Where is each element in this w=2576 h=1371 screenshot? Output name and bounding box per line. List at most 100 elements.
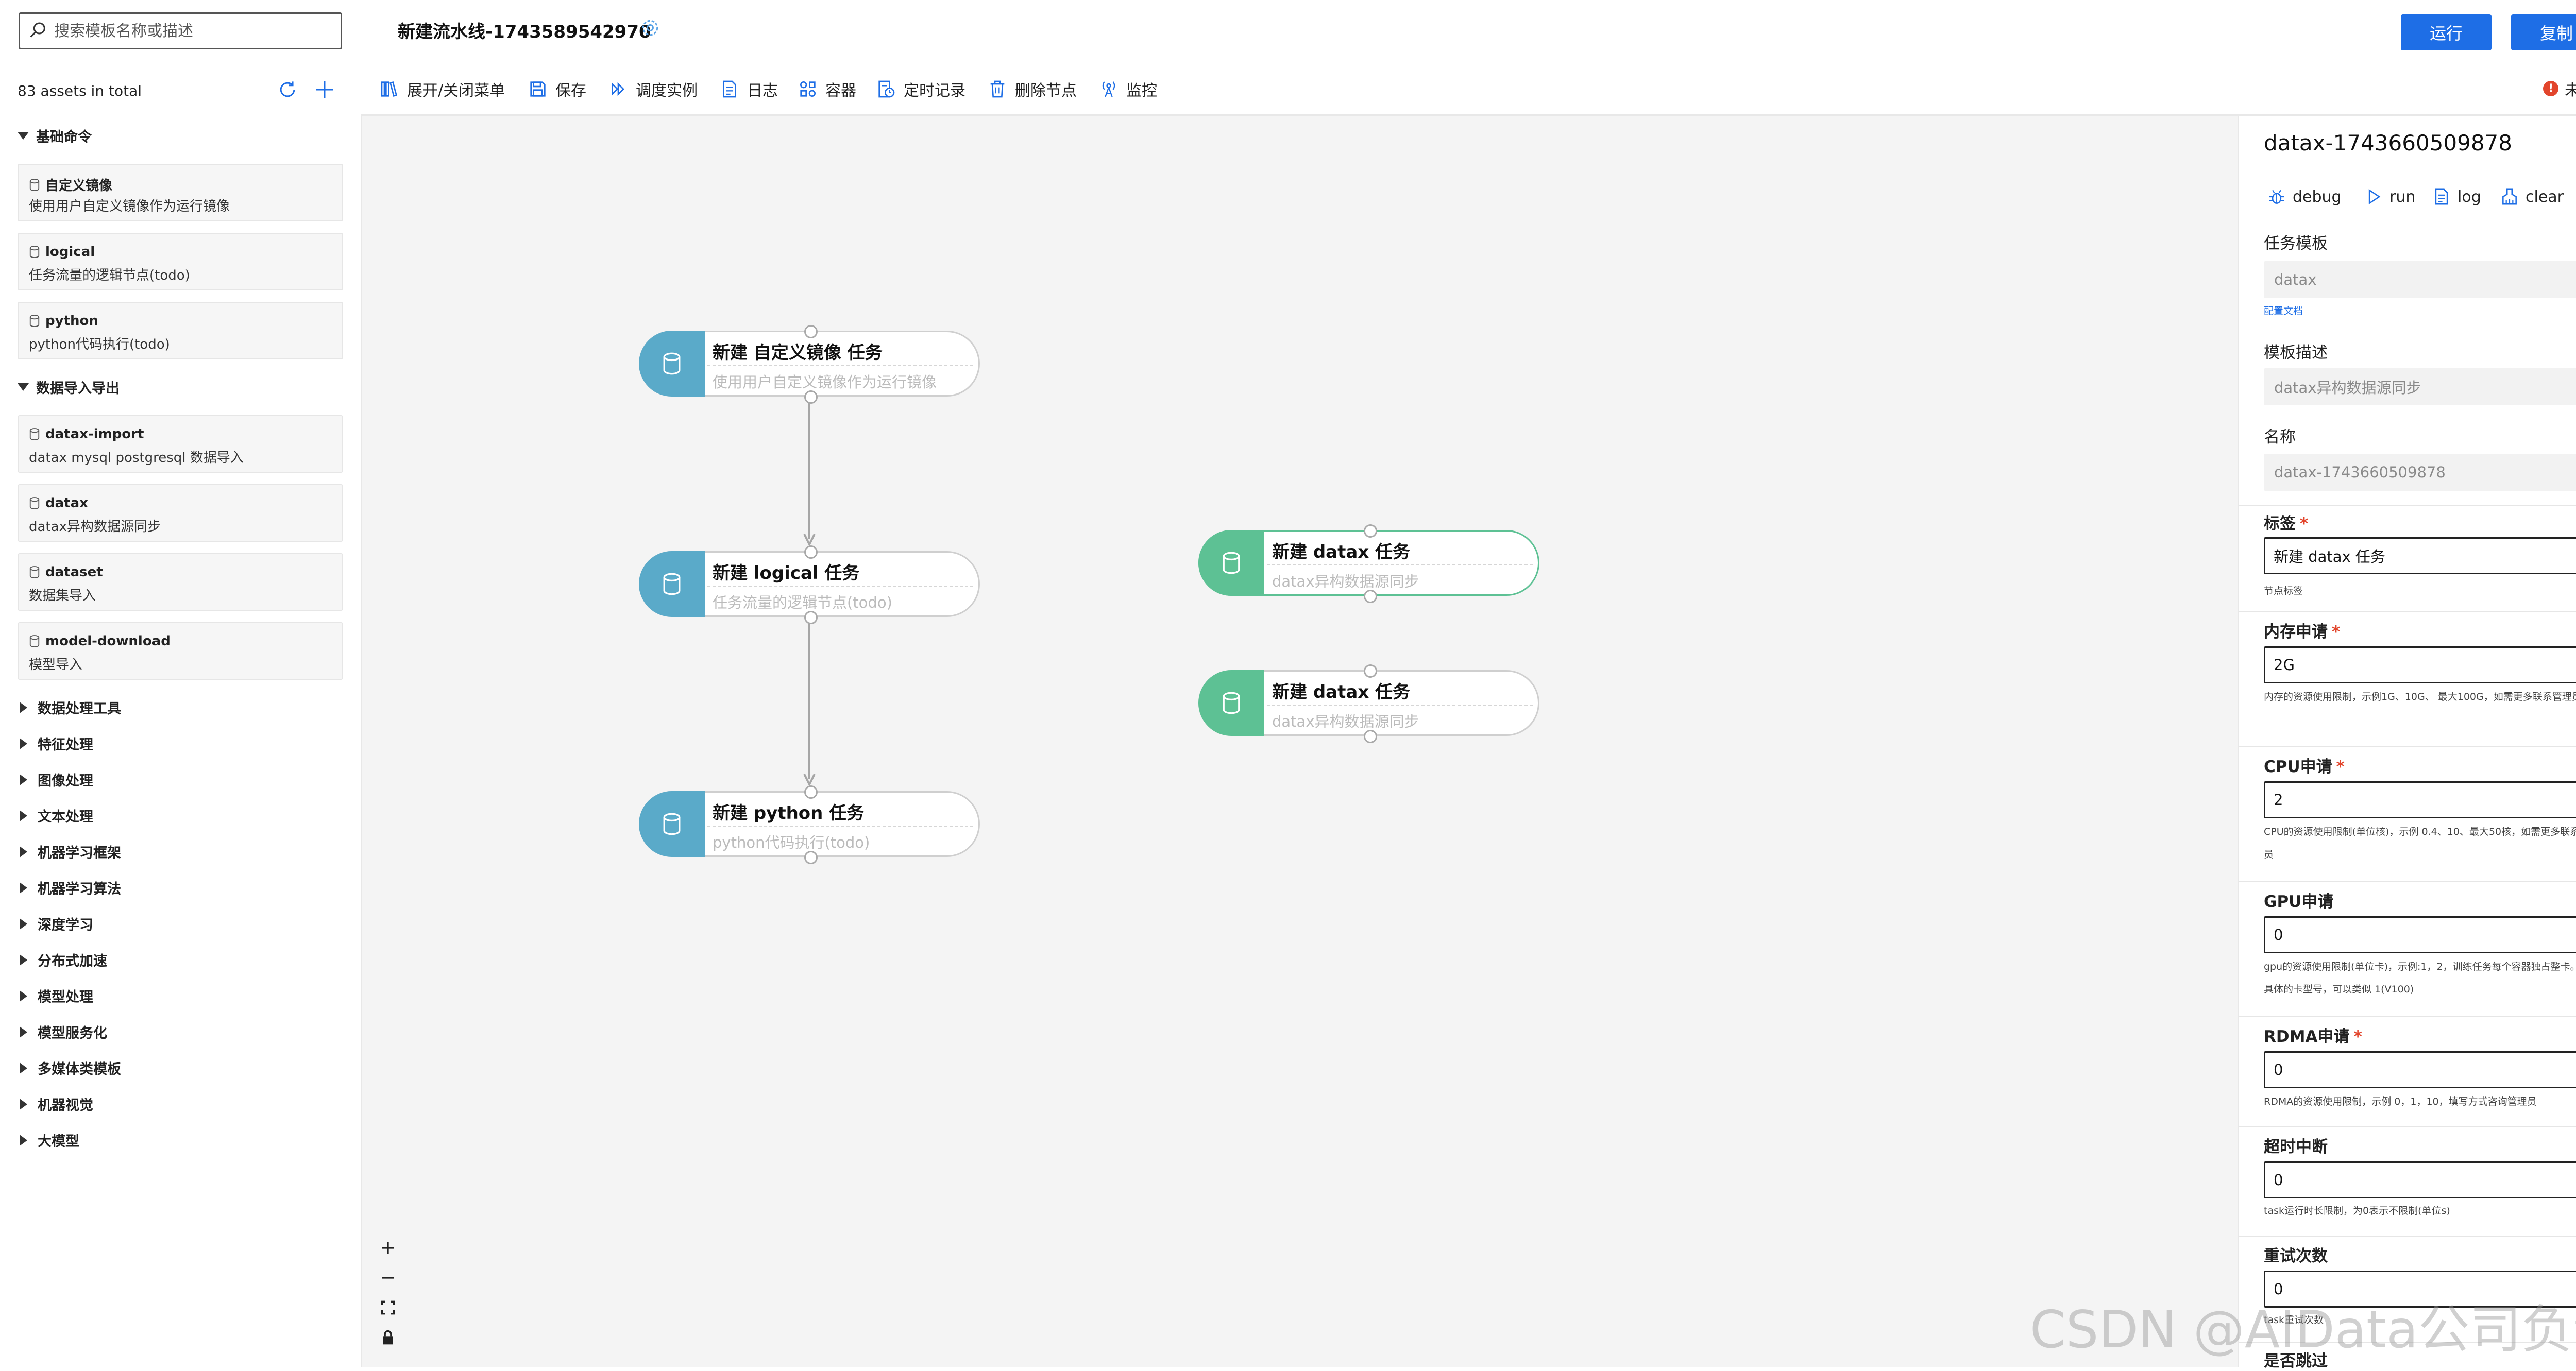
run-button[interactable]: 运行 <box>2401 14 2492 50</box>
tag-input[interactable] <box>2264 537 2576 574</box>
node-divider <box>707 826 973 827</box>
group-header-collapsed[interactable]: 深度学习 <box>18 914 93 934</box>
monitor-button[interactable]: 监控 <box>1098 77 1157 101</box>
label-text: RDMA申请 <box>2264 1027 2350 1046</box>
group-header-data-io[interactable]: 数据导入导出 <box>18 377 120 397</box>
template-card-dataset[interactable]: dataset 数据集导入 <box>18 553 343 611</box>
input-port[interactable] <box>1364 664 1377 678</box>
output-port[interactable] <box>804 611 818 624</box>
gpu-input[interactable] <box>2264 916 2576 953</box>
tool-label: 删除节点 <box>1015 82 1077 100</box>
node-desc: 使用用户自定义镜像作为运行镜像 <box>713 373 937 391</box>
copy-button[interactable]: 复制 <box>2511 14 2576 50</box>
watermark: CSDN @AIData公司负责人 <box>2030 1299 2576 1360</box>
template-card-custom-image[interactable]: 自定义镜像 使用用户自定义镜像作为运行镜像 <box>18 164 343 221</box>
output-port[interactable] <box>1364 730 1377 743</box>
group-header-collapsed[interactable]: 模型服务化 <box>18 1022 107 1042</box>
caret-right-icon <box>20 1062 27 1074</box>
clear-icon <box>2502 188 2517 205</box>
delete-node-button[interactable]: 删除节点 <box>987 77 1077 101</box>
fit-view-button[interactable] <box>374 1293 402 1322</box>
node-badge <box>1198 530 1264 596</box>
group-header-collapsed[interactable]: 分布式加速 <box>18 950 107 970</box>
template-search[interactable] <box>19 12 342 49</box>
group-header-collapsed[interactable]: 机器学习框架 <box>18 842 121 862</box>
divider <box>2239 611 2576 612</box>
refresh-icon[interactable] <box>276 78 299 101</box>
pipeline-node[interactable]: 新建 logical 任务 任务流量的逻辑节点(todo) <box>639 545 980 624</box>
timer-record-button[interactable]: 定时记录 <box>876 77 965 101</box>
pipeline-title: 新建流水线-1743589542970 <box>398 22 651 42</box>
group-header-collapsed[interactable]: 机器学习算法 <box>18 878 121 898</box>
debug-button[interactable]: debug <box>2267 187 2342 207</box>
zoom-out-button[interactable] <box>374 1263 402 1292</box>
label-text: 重试次数 <box>2264 1247 2328 1265</box>
timeout-input[interactable] <box>2264 1161 2576 1198</box>
template-desc: 任务流量的逻辑节点(todo) <box>29 268 190 283</box>
pipeline-canvas[interactable]: 新建 自定义镜像 任务 使用用户自定义镜像作为运行镜像 新建 logical 任… <box>362 116 2238 1367</box>
output-port[interactable] <box>804 390 818 404</box>
run-node-button[interactable]: run <box>2364 187 2415 207</box>
retry-input[interactable] <box>2264 1271 2576 1308</box>
field-label-rdma: RDMA申请* <box>2264 1023 2362 1047</box>
pipeline-node-selected[interactable]: 新建 datax 任务 datax异构数据源同步 <box>1198 524 1539 603</box>
node-title: 新建 自定义镜像 任务 <box>713 342 883 363</box>
node-badge <box>639 331 705 397</box>
save-button[interactable]: 保存 <box>528 77 586 101</box>
template-card-model-download[interactable]: model-download 模型导入 <box>18 622 343 680</box>
group-label: 机器学习算法 <box>38 881 121 897</box>
group-header-collapsed[interactable]: 数据处理工具 <box>18 697 121 717</box>
template-card-python[interactable]: python python代码执行(todo) <box>18 302 343 359</box>
log-button[interactable]: 日志 <box>719 77 778 101</box>
input-port[interactable] <box>804 785 818 799</box>
group-label: 模型服务化 <box>38 1025 107 1041</box>
group-header-collapsed[interactable]: 大模型 <box>18 1130 79 1150</box>
memory-input[interactable] <box>2264 646 2576 683</box>
input-port[interactable] <box>804 325 818 338</box>
group-header-collapsed[interactable]: 特征处理 <box>18 733 93 753</box>
search-input[interactable] <box>53 21 333 41</box>
container-button[interactable]: 容器 <box>798 77 856 101</box>
group-header-collapsed[interactable]: 模型处理 <box>18 986 93 1006</box>
template-card-datax[interactable]: datax datax异构数据源同步 <box>18 484 343 542</box>
pipeline-node[interactable]: 新建 自定义镜像 任务 使用用户自定义镜像作为运行镜像 <box>639 325 980 404</box>
log-node-button[interactable]: log <box>2432 187 2481 207</box>
divider <box>2239 881 2576 882</box>
input-port[interactable] <box>804 545 818 559</box>
toggle-menu-button[interactable]: 展开/关闭菜单 <box>379 77 505 101</box>
double-chevron-icon <box>612 82 624 96</box>
group-header-basic[interactable]: 基础命令 <box>18 126 92 146</box>
output-port[interactable] <box>1364 590 1377 603</box>
lock-button[interactable] <box>374 1323 402 1352</box>
clear-button[interactable]: clear <box>2500 187 2564 207</box>
template-card-datax-import[interactable]: datax-import datax mysql postgresql 数据导入 <box>18 415 343 473</box>
group-header-collapsed[interactable]: 图像处理 <box>18 769 93 790</box>
group-header-collapsed[interactable]: 机器视觉 <box>18 1094 93 1114</box>
divider <box>2239 1236 2576 1237</box>
pipeline-node[interactable]: 新建 datax 任务 datax异构数据源同步 <box>1198 664 1539 743</box>
gear-icon[interactable] <box>639 16 662 39</box>
config-doc-link[interactable]: 配置文档 <box>2264 305 2303 317</box>
label-text: CPU申请 <box>2264 758 2332 776</box>
caret-right-icon <box>20 1134 27 1146</box>
input-port[interactable] <box>1364 524 1377 538</box>
template-desc-value: datax异构数据源同步 <box>2264 368 2576 405</box>
output-port[interactable] <box>804 851 818 864</box>
library-icon <box>381 81 397 97</box>
schedule-instance-button[interactable]: 调度实例 <box>608 77 698 101</box>
cpu-input[interactable] <box>2264 781 2576 818</box>
caret-right-icon <box>20 990 27 1002</box>
add-icon[interactable] <box>313 78 336 101</box>
template-name: model-download <box>45 633 171 649</box>
template-desc: datax mysql postgresql 数据导入 <box>29 450 244 466</box>
group-header-collapsed[interactable]: 多媒体类模板 <box>18 1058 121 1078</box>
group-header-collapsed[interactable]: 文本处理 <box>18 806 93 826</box>
divider <box>2239 746 2576 747</box>
rdma-input[interactable] <box>2264 1051 2576 1088</box>
pipeline-node[interactable]: 新建 python 任务 python代码执行(todo) <box>639 785 980 864</box>
bug-icon <box>2269 190 2284 204</box>
log-icon <box>723 80 736 98</box>
zoom-in-button[interactable] <box>374 1233 402 1262</box>
database-icon <box>29 315 40 327</box>
template-card-logical[interactable]: logical 任务流量的逻辑节点(todo) <box>18 233 343 290</box>
